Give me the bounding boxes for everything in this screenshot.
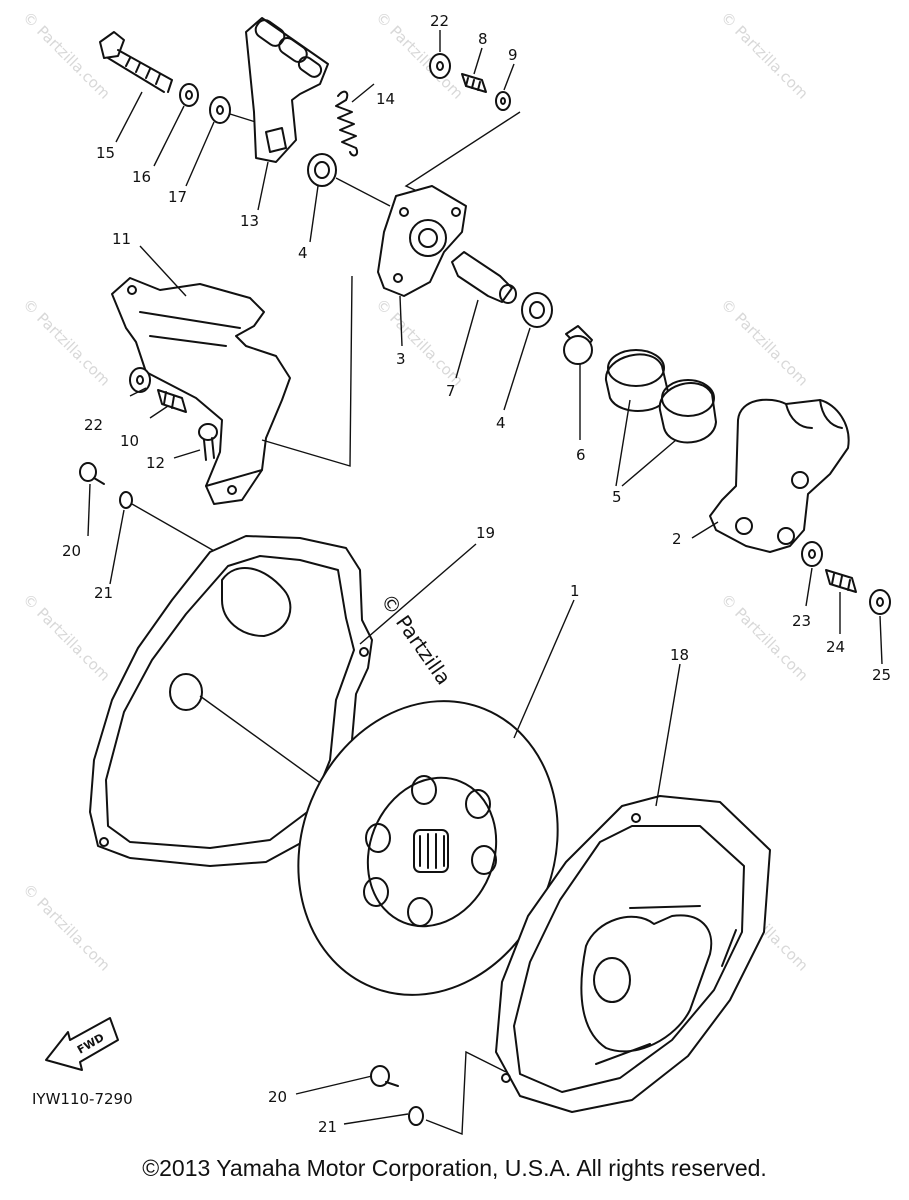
callout-22-mid: 22 [84, 416, 103, 434]
part-22-nut-top [429, 53, 451, 79]
callout-25: 25 [872, 666, 891, 684]
part-10-stud [157, 389, 187, 413]
copyright-notice: ©2013 Yamaha Motor Corporation, U.S.A. A… [142, 1155, 767, 1181]
part-17-washer [209, 96, 231, 124]
part-9-washer [495, 91, 511, 111]
callout-6: 6 [576, 446, 586, 464]
part-12-bolt [198, 423, 218, 461]
callout-2: 2 [672, 530, 682, 548]
callout-leaders [87, 30, 883, 1125]
part-8-stud [461, 73, 487, 93]
watermark-tile: © Partzilla.com [372, 295, 467, 390]
part-6-pin [563, 325, 593, 365]
watermark-tile: © Partzilla.com [19, 295, 114, 390]
fwd-arrow: FWD [45, 1017, 119, 1071]
callout-24: 24 [826, 638, 845, 656]
part-4-seal-lower [521, 292, 553, 328]
part-25-nut [869, 589, 891, 615]
callout-16: 16 [132, 168, 151, 186]
part-14-spring [335, 90, 359, 157]
callout-21-lower: 21 [318, 1118, 337, 1136]
leader-line [199, 695, 331, 791]
callout-11: 11 [112, 230, 131, 248]
part-7-shaft [451, 251, 517, 304]
callout-7: 7 [446, 382, 456, 400]
part-18-back-plate [495, 795, 771, 1113]
callout-labels: 15 16 17 13 4 14 22 8 9 11 3 7 4 6 5 2 2… [62, 12, 891, 1136]
callout-4-upper: 4 [298, 244, 308, 262]
callout-18: 18 [670, 646, 689, 664]
part-3-caliper-bracket [377, 185, 467, 297]
callout-19: 19 [476, 524, 495, 542]
part-11-bracket [111, 277, 291, 505]
callout-4-lower: 4 [496, 414, 506, 432]
watermark-tile: © Partzilla.com [19, 880, 114, 975]
part-4-seal-upper [307, 153, 337, 187]
part-20-bolt-upper [79, 462, 105, 485]
callout-5: 5 [612, 488, 622, 506]
leader-line [335, 177, 391, 207]
part-5-pistons [604, 349, 717, 444]
callout-3: 3 [396, 350, 406, 368]
part-24-bolt [825, 569, 857, 593]
leader-line [425, 1050, 507, 1136]
callout-20-upper: 20 [62, 542, 81, 560]
part-22-nut-mid [129, 367, 151, 393]
callout-21-upper: 21 [94, 584, 113, 602]
callout-1: 1 [570, 582, 580, 600]
callout-20-lower: 20 [268, 1088, 287, 1106]
callout-13: 13 [240, 212, 259, 230]
watermark-tile: © Partzilla.com [372, 8, 467, 103]
part-21-washer-lower [408, 1106, 424, 1126]
part-20-bolt-lower [370, 1065, 399, 1087]
callout-17: 17 [168, 188, 187, 206]
watermark-tile: © Partzilla.com [717, 8, 812, 103]
callout-12: 12 [146, 454, 165, 472]
watermark-center: © Partzilla [376, 589, 456, 689]
part-15-bolt [99, 31, 173, 93]
watermark-tile: © Partzilla.com [19, 8, 114, 103]
leader-line [261, 275, 353, 467]
callout-15: 15 [96, 144, 115, 162]
part-13-lever [245, 17, 329, 163]
callout-10: 10 [120, 432, 139, 450]
part-16-nut [179, 83, 199, 107]
watermark-tile: © Partzilla.com [19, 590, 114, 685]
part-21-washer-upper [119, 491, 133, 509]
part-2-caliper-body [709, 398, 850, 553]
callout-22-top: 22 [430, 12, 449, 30]
callout-9: 9 [508, 46, 518, 64]
reference-code: IYW110-7290 [32, 1090, 133, 1108]
callout-8: 8 [478, 30, 488, 48]
callout-14: 14 [376, 90, 395, 108]
part-23-washer [801, 541, 823, 567]
watermark-tile: © Partzilla.com [717, 590, 812, 685]
watermark-tile: © Partzilla.com [717, 295, 812, 390]
callout-23: 23 [792, 612, 811, 630]
